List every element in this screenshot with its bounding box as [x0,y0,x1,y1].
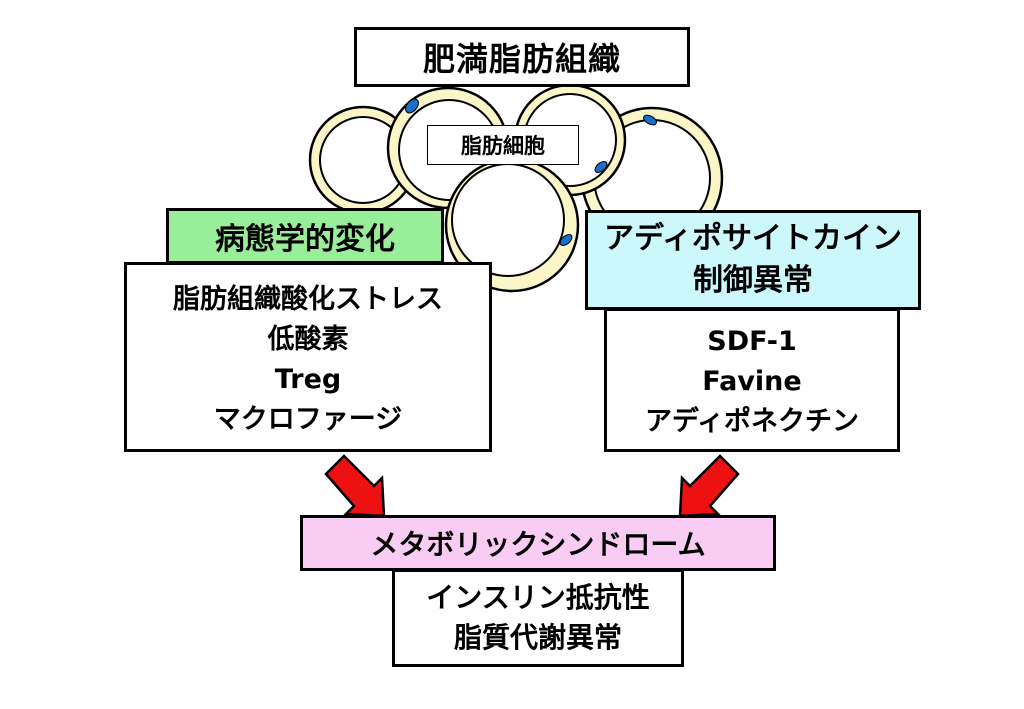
metabolic-syndrome-list: インスリン抵抗性 脂質代謝異常 [392,569,684,667]
list-item: SDF-1 [707,326,797,357]
list-item: マクロファージ [213,404,403,435]
arrow-down-right-icon [324,454,386,518]
nucleus-icon [643,114,657,126]
pathological-changes-heading: 病態学的変化 [166,208,444,264]
list-item: 脂質代謝異常 [453,621,622,654]
heading-text: 病態学的変化 [215,222,395,257]
arrow-down-left-icon [678,454,740,518]
nucleus-icon [559,234,573,246]
adipocytokine-heading: アディポサイトカイン 制御異常 [585,210,921,310]
title-text: 肥満脂肪組織 [422,40,621,78]
list-item: インスリン抵抗性 [426,581,650,614]
heading-line: アディポサイトカイン [604,221,902,256]
list-item: 脂肪組織酸化ストレス [173,284,443,315]
nucleus-icon [594,161,608,173]
list-item: 低酸素 [267,324,349,355]
adipocytokine-list: SDF-1 Favine アディポネクチン [604,308,900,452]
heading-line: 制御異常 [693,263,813,298]
metabolic-syndrome-heading: メタボリックシンドローム [300,515,776,571]
list-item: Favine [702,366,802,397]
list-item: Treg [274,364,342,395]
title-box: 肥満脂肪組織 [354,27,690,87]
list-item: アディポネクチン [644,406,860,437]
pathological-changes-list: 脂肪組織酸化ストレス 低酸素 Treg マクロファージ [124,262,492,452]
heading-text: メタボリックシンドローム [370,528,706,561]
nucleus-icon [405,98,419,114]
adipocyte-cell [444,157,580,293]
adipocyte-label: 脂肪細胞 [427,125,579,165]
adipocyte-label-text: 脂肪細胞 [461,134,545,158]
